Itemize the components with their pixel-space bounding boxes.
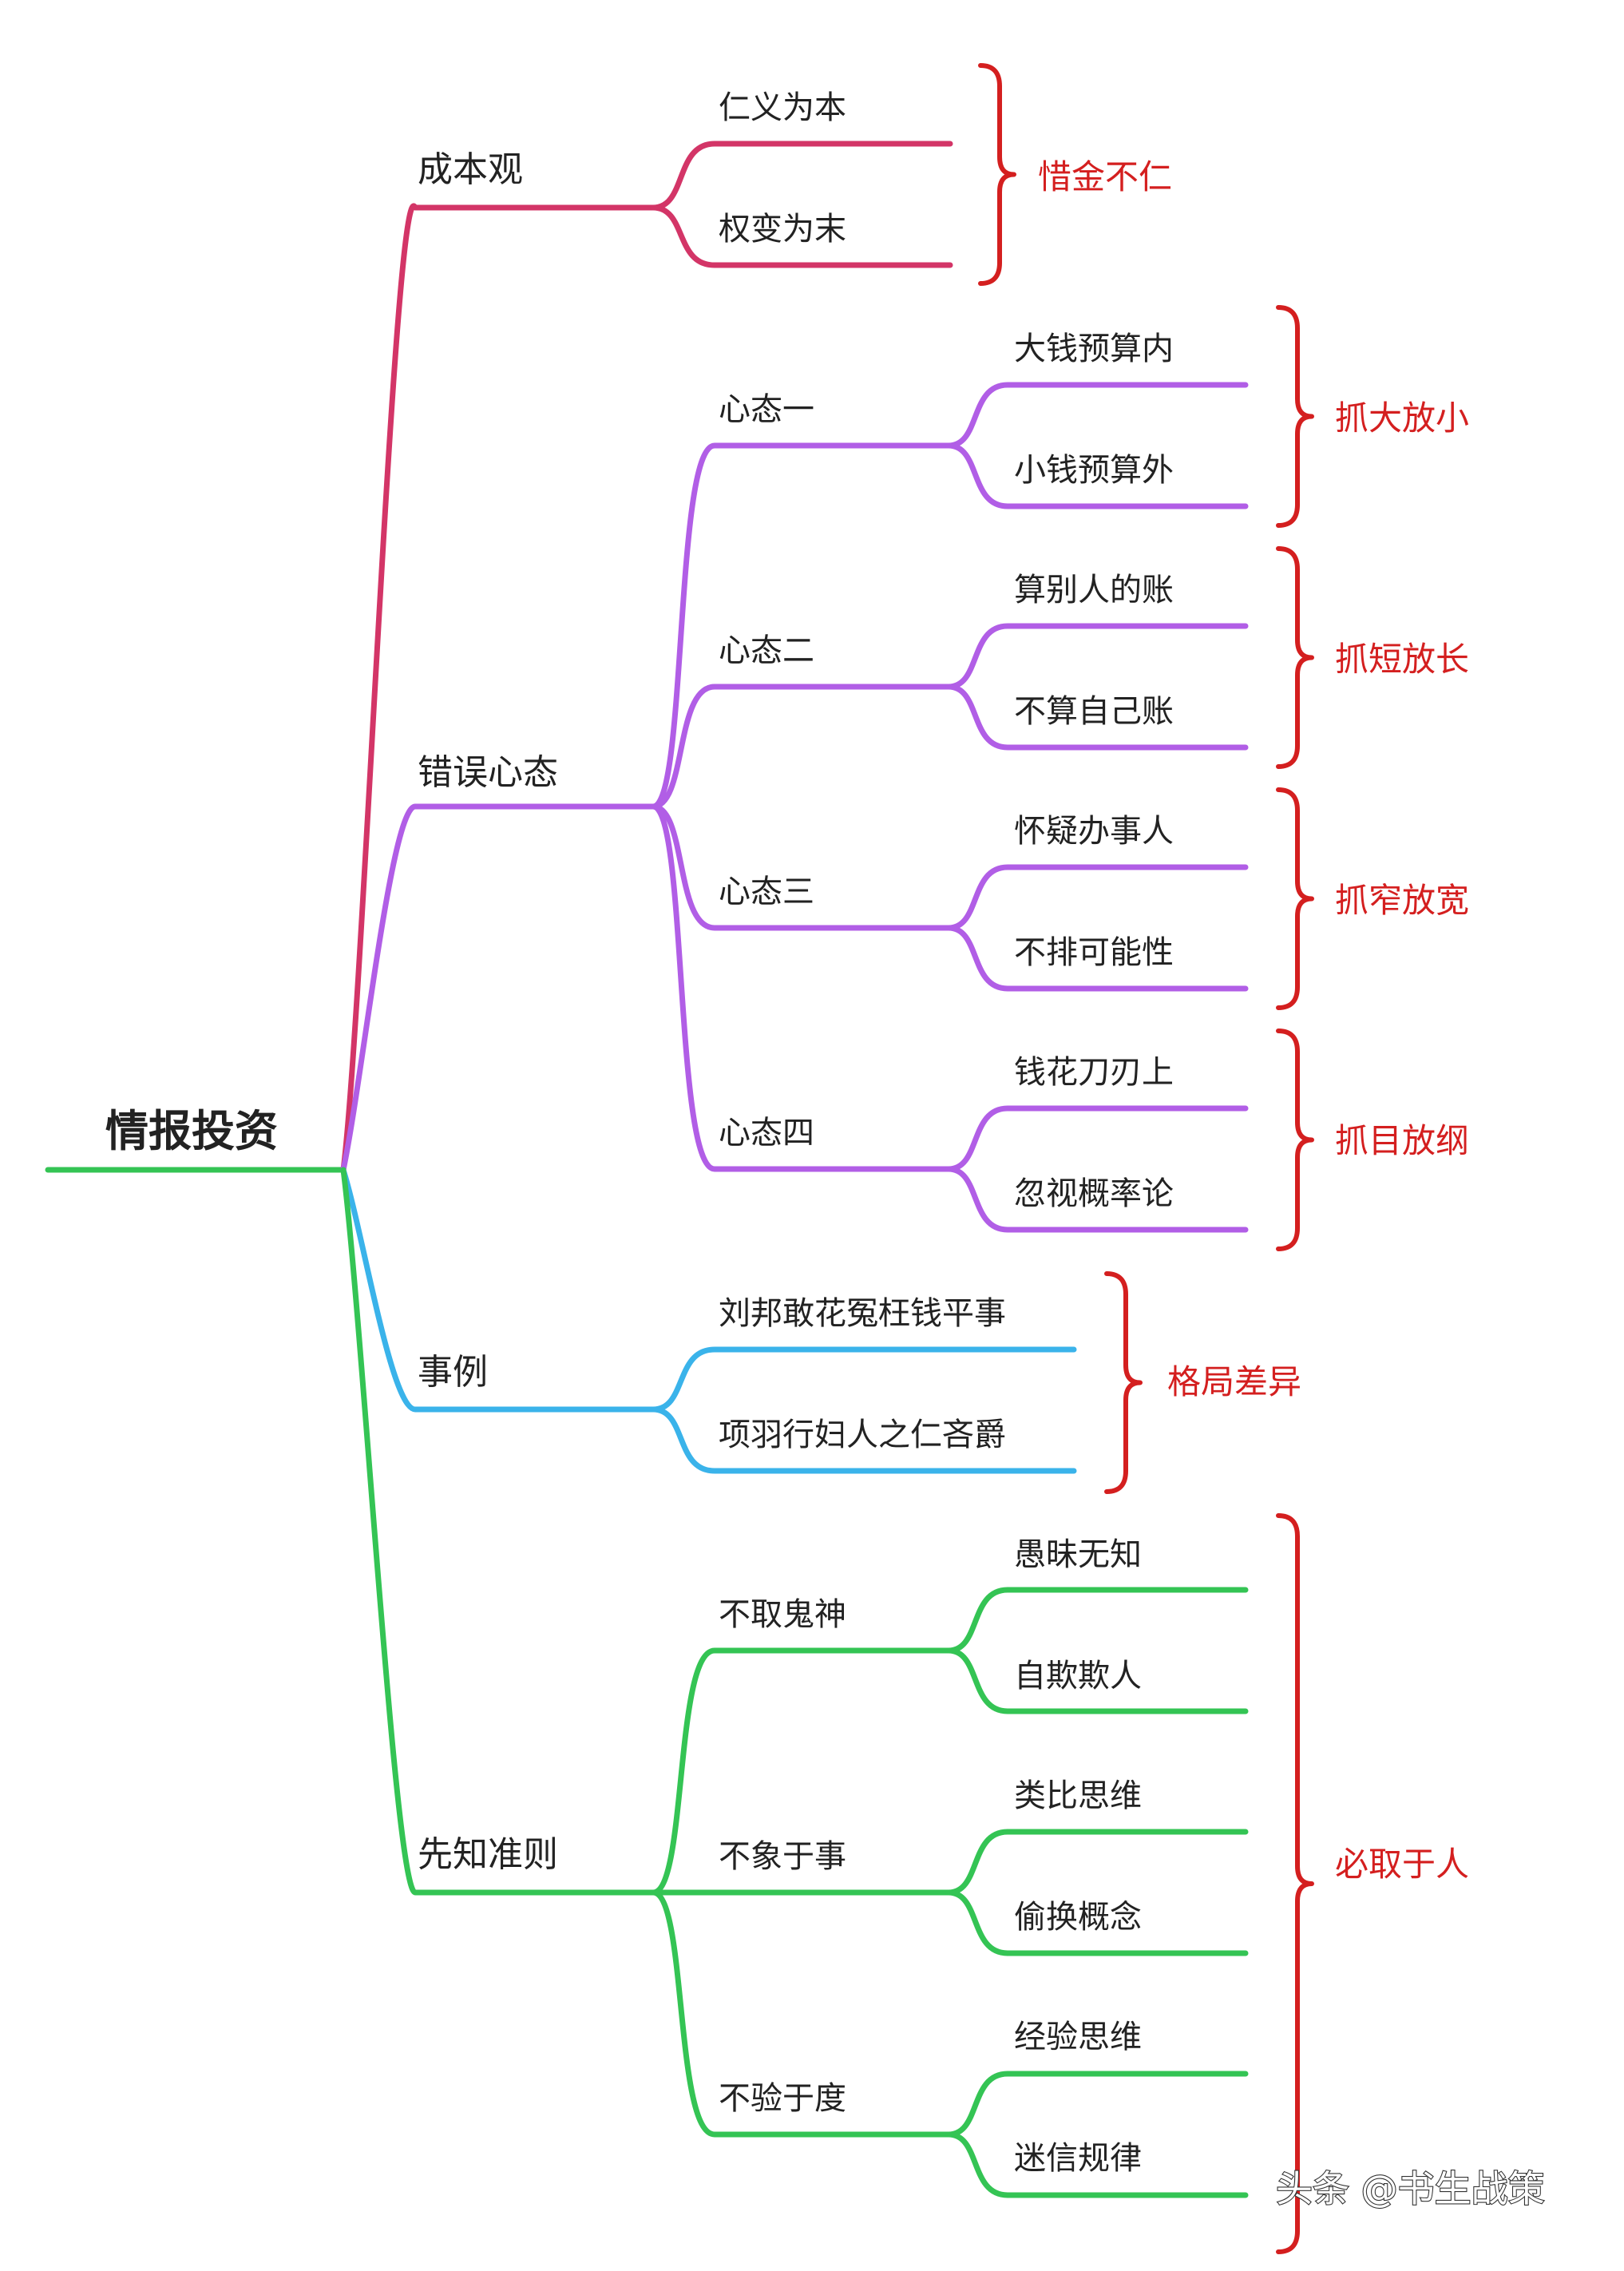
- leaf-label: 偷换概念: [1014, 1899, 1142, 1936]
- group-label: 心态二: [719, 632, 814, 669]
- group-line: [650, 684, 952, 810]
- branch-line-cost-view: [340, 203, 656, 1173]
- branch-label-cost-view: 成本观: [418, 149, 523, 190]
- leaf-line: [945, 1889, 1249, 1956]
- group-line: [650, 442, 952, 810]
- branch-label-wrong-mindset: 错误心态: [418, 752, 558, 793]
- group-line: [650, 1889, 952, 2138]
- leaf-line: [945, 2071, 1249, 2138]
- leaf-label: 怀疑办事人: [1014, 813, 1174, 850]
- leaf-label: 仁义为本: [719, 89, 846, 126]
- group-label: 不象于事: [719, 1838, 846, 1875]
- watermark-text: 头条 @书生战策: [1276, 2167, 1545, 2210]
- leaf-label: 迷信规律: [1014, 2140, 1142, 2177]
- leaf-label: 愚昧无知: [1014, 1536, 1142, 1573]
- branch-line-wrong-mindset: [340, 803, 656, 1173]
- leaf-line: [945, 1587, 1249, 1654]
- group-label: 心态一: [719, 391, 814, 428]
- branch-label-foresight-rules: 先知准则: [418, 1834, 558, 1875]
- leaf-line: [945, 1829, 1249, 1896]
- leaf-label: 类比思维: [1014, 1778, 1142, 1814]
- leaf-label: 钱花刀刃上: [1014, 1054, 1174, 1091]
- bracket-label: 抓大放小: [1335, 398, 1469, 438]
- leaf-line: [945, 925, 1249, 992]
- leaf-label: 算别人的账: [1014, 572, 1174, 608]
- leaf-line: [945, 1647, 1249, 1714]
- leaf-line: [945, 2131, 1249, 2198]
- leaf-line: [945, 1105, 1249, 1172]
- bracket-foresight-rules: [1276, 1513, 1314, 2254]
- bracket-cost-view: [978, 63, 1016, 286]
- leaf-line: [945, 442, 1249, 509]
- leaf-label: 忽视概率论: [1014, 1175, 1174, 1212]
- leaf-line: [650, 1346, 1077, 1413]
- leaf-line: [945, 684, 1249, 751]
- bracket-label: 必取于人: [1335, 1845, 1469, 1884]
- bracket-label: 抓目放纲: [1335, 1121, 1469, 1160]
- leaf-line: [650, 141, 953, 211]
- group-label: 不取鬼神: [719, 1596, 846, 1633]
- leaf-label: 刘邦敢花冤枉钱平事: [719, 1295, 1006, 1332]
- leaf-label: 不排可能性: [1014, 934, 1174, 971]
- leaf-line: [945, 382, 1249, 449]
- group-line: [650, 1647, 952, 1896]
- leaf-label: 经验思维: [1014, 2019, 1142, 2055]
- leaf-line: [650, 204, 953, 268]
- bracket-label: 惜金不仁: [1038, 157, 1172, 196]
- leaf-line: [945, 864, 1249, 931]
- group-line: [650, 803, 952, 931]
- group-label: 不验于度: [719, 2080, 846, 2117]
- branch-line-foresight-rules: [340, 1167, 656, 1896]
- branch-label-examples: 事例: [418, 1352, 488, 1393]
- bracket-mindset-3: [1276, 787, 1314, 1010]
- bracket-mindset-1: [1276, 305, 1314, 528]
- bracket-examples: [1104, 1271, 1143, 1494]
- group-label: 心态三: [719, 874, 814, 910]
- group-label: 心态四: [719, 1115, 814, 1151]
- leaf-line: [650, 1406, 1077, 1474]
- leaf-label: 自欺欺人: [1014, 1658, 1142, 1694]
- bracket-mindset-4: [1276, 1028, 1314, 1251]
- leaf-label: 小钱预算外: [1014, 452, 1174, 489]
- group-line: [650, 803, 952, 1172]
- leaf-label: 权变为末: [719, 211, 846, 248]
- leaf-label: 不算自己账: [1014, 693, 1174, 730]
- leaf-label: 项羽行妇人之仁吝爵: [719, 1417, 1006, 1453]
- bracket-label: 抓窄放宽: [1335, 881, 1469, 920]
- bracket-label: 抓短放长: [1335, 640, 1469, 679]
- leaf-line: [945, 1166, 1249, 1233]
- root-label: 情报投资: [105, 1106, 278, 1156]
- leaf-label: 大钱预算内: [1014, 331, 1174, 367]
- branch-line-examples: [340, 1167, 656, 1413]
- bracket-label: 格局差异: [1167, 1362, 1301, 1401]
- leaf-line: [945, 623, 1249, 690]
- bracket-mindset-2: [1276, 546, 1314, 769]
- connector-lines: [45, 63, 1314, 2254]
